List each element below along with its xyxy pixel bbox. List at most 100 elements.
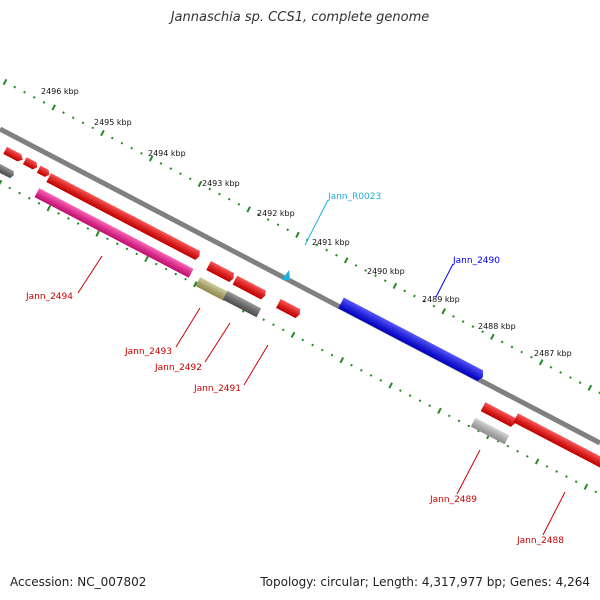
kbp-tick: [159, 162, 163, 165]
kbp-tick: [100, 129, 105, 137]
kbp-tick: [86, 227, 90, 230]
gene-feature[interactable]: [22, 157, 39, 171]
gene-feature[interactable]: [46, 173, 201, 261]
gene-feature[interactable]: [195, 277, 229, 301]
gene-feature[interactable]: [206, 261, 235, 283]
outer-kbp-ticks: [2, 78, 600, 395]
kbp-tick: [8, 186, 12, 190]
kbp-tick: [246, 206, 251, 213]
kbp-tick: [471, 325, 475, 328]
gene-label[interactable]: Jann_2488: [516, 536, 564, 546]
kbp-tick: [510, 345, 514, 349]
gene-feature[interactable]: [480, 402, 518, 428]
kbp-tick: [62, 111, 65, 114]
gene-feature[interactable]: [3, 146, 24, 163]
kbp-tick: [526, 455, 529, 458]
kbp-tick: [110, 136, 114, 140]
gene-feature[interactable]: [34, 188, 194, 278]
kbp-tick: [272, 323, 275, 327]
kbp-tick: [144, 255, 149, 263]
kbp-tick: [262, 318, 265, 322]
kbp-tick: [379, 379, 383, 382]
gene-label[interactable]: Jann_R0023: [327, 192, 381, 202]
gene-label[interactable]: Jann_2493: [124, 347, 172, 357]
kbp-tick: [290, 331, 296, 338]
kbp-tick: [516, 449, 519, 453]
kbp-tick: [500, 340, 504, 344]
kbp-label: 2496 kbp: [41, 87, 79, 96]
kbp-tick: [452, 315, 455, 318]
gene-label[interactable]: Jann_2494: [25, 292, 73, 302]
gene-feature[interactable]: [282, 270, 290, 280]
kbp-tick: [315, 243, 319, 247]
gene-label[interactable]: Jann_2490: [452, 256, 500, 266]
kbp-tick: [135, 252, 139, 256]
kbp-tick: [320, 348, 324, 352]
kbp-tick: [413, 294, 416, 298]
kbp-tick: [218, 192, 221, 196]
kbp-tick: [106, 237, 109, 241]
label-leaders: [77, 199, 566, 536]
gene-feature[interactable]: [513, 413, 600, 469]
kbp-tick: [383, 279, 387, 283]
gene-feature[interactable]: [36, 165, 51, 179]
kbp-tick: [530, 355, 533, 359]
kbp-tick: [549, 366, 553, 369]
kbp-tick: [120, 141, 124, 145]
gene-label[interactable]: Jann_2491: [193, 384, 241, 394]
kbp-tick: [42, 101, 46, 104]
kbp-tick: [388, 382, 393, 389]
kbp-tick: [13, 85, 17, 89]
kbp-tick: [2, 78, 8, 86]
gene-feature[interactable]: [222, 290, 262, 318]
map-title: Jannaschia sp. CCS1, complete genome: [170, 10, 430, 25]
kbp-tick: [369, 373, 373, 377]
kbp-tick: [422, 299, 426, 303]
kbp-tick: [67, 217, 70, 220]
kbp-tick: [569, 376, 572, 379]
kbp-tick: [91, 126, 95, 130]
kbp-tick: [115, 242, 119, 246]
kbp-tick: [418, 399, 422, 403]
kbp-tick: [354, 264, 358, 267]
kbp-tick: [286, 228, 290, 232]
kbp-tick: [437, 407, 442, 414]
kbp-tick: [27, 196, 31, 200]
kbp-tick: [559, 371, 562, 374]
gene-feature[interactable]: [232, 275, 268, 301]
kbp-tick: [343, 257, 349, 264]
gene-feature[interactable]: [470, 417, 510, 445]
gene-feature[interactable]: [276, 299, 302, 319]
kbp-tick: [227, 197, 231, 201]
kbp-tick: [51, 104, 56, 111]
kbp-tick: [330, 353, 334, 357]
kbp-tick: [461, 320, 465, 323]
kbp-tick: [447, 414, 451, 418]
gene-feature[interactable]: [338, 297, 485, 383]
kbp-tick: [392, 282, 398, 289]
kbp-tick: [154, 262, 158, 266]
kbp-label: 2487 kbp: [534, 349, 572, 358]
gene-label[interactable]: Jann_2489: [429, 495, 477, 505]
gene-label[interactable]: Jann_2492: [154, 363, 202, 373]
kbp-tick: [432, 304, 436, 308]
kbp-tick: [179, 172, 182, 176]
kbp-tick: [148, 155, 154, 162]
accession-text: Accession: NC_007802: [10, 575, 147, 589]
kbp-tick: [281, 328, 285, 332]
kbp-tick: [538, 359, 544, 366]
gene-feature[interactable]: [0, 161, 15, 179]
kbp-tick: [237, 202, 241, 206]
kbp-tick: [276, 223, 280, 227]
kbp-tick: [0, 179, 3, 186]
kbp-tick: [534, 458, 540, 465]
kbp-tick: [266, 218, 270, 221]
genome-backbone: [0, 126, 600, 446]
kbp-tick: [506, 444, 510, 448]
kbp-tick: [188, 177, 192, 181]
kbp-tick: [311, 343, 314, 347]
kbp-tick: [130, 146, 134, 150]
kbp-tick: [81, 121, 85, 125]
kbp-tick: [578, 381, 582, 384]
kbp-tick: [594, 490, 598, 494]
